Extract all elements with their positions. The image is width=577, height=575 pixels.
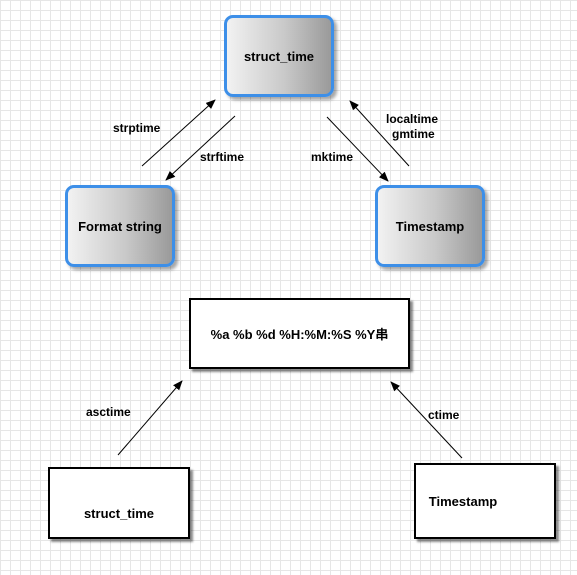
node-format-output[interactable]: %a %b %d %H:%M:%S %Y串 — [189, 298, 410, 369]
node-label: Timestamp — [395, 218, 465, 234]
edge-strftime — [165, 115, 236, 181]
edge-label-mktime: mktime — [311, 150, 354, 164]
edge-label-strftime: strftime — [200, 150, 245, 164]
edge-strptime — [141, 99, 216, 167]
node-timestamp-top[interactable]: Timestamp — [375, 185, 485, 267]
node-format-string[interactable]: Format string — [65, 185, 175, 267]
node-struct-time-bottom[interactable]: struct_time — [48, 467, 190, 539]
node-label: Timestamp — [428, 493, 498, 509]
edge-asctime — [117, 380, 183, 456]
edge-mktime — [326, 116, 389, 182]
node-label: Format string — [78, 218, 162, 234]
node-timestamp-bottom[interactable]: Timestamp — [414, 463, 556, 539]
edge-ctime — [390, 381, 463, 459]
edge-label-gmtime: gmtime — [392, 127, 435, 141]
edge-label-ctime: ctime — [428, 408, 460, 422]
node-struct-time-top[interactable]: struct_time — [224, 15, 334, 97]
edge-localtime-gmtime — [349, 100, 410, 167]
node-label: struct_time — [243, 48, 315, 64]
node-label: %a %b %d %H:%M:%S %Y串 — [210, 327, 389, 342]
edge-label-localtime: localtime — [386, 112, 439, 126]
edge-label-strptime: strptime — [113, 121, 161, 135]
edge-label-asctime: asctime — [86, 405, 131, 419]
node-label: struct_time — [83, 505, 155, 521]
